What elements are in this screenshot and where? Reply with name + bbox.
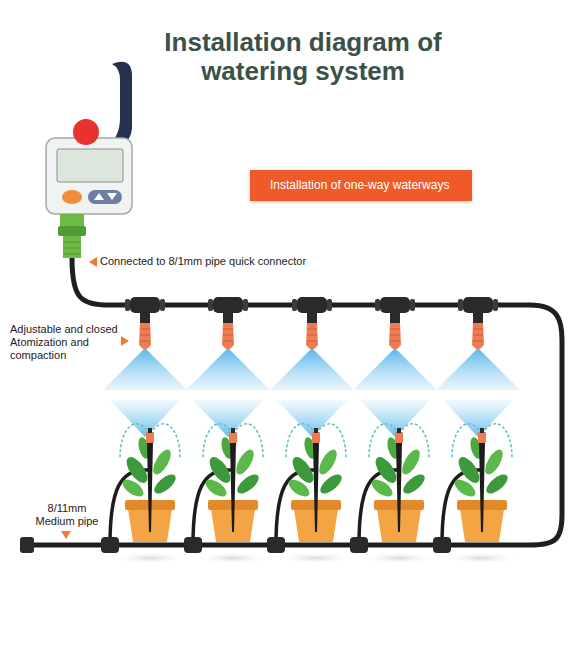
banner-box: Installation of one-way waterways: [250, 170, 472, 201]
banner-text: Installation of one-way waterways: [270, 178, 452, 192]
nozzle-note: Adjustable and closed Atomization and co…: [10, 323, 122, 363]
connector-note: Connected to 8/1mm pipe quick connector: [100, 255, 330, 268]
pipe-note: 8/11mm Medium pipe: [28, 502, 106, 528]
diagram-title: Installation diagram of watering system: [133, 28, 473, 85]
